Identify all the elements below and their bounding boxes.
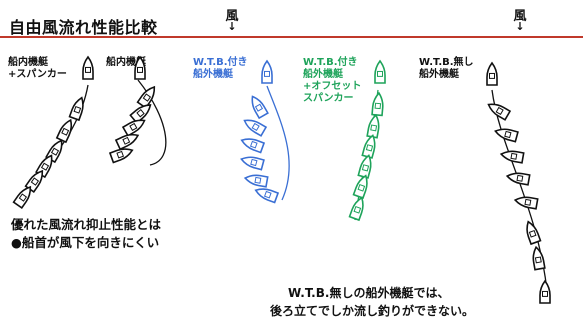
boat-silhouette <box>352 174 368 200</box>
wind-label-left: 風 <box>225 9 239 24</box>
wind-arrow-left-icon: ↓ <box>227 20 237 33</box>
drift-track <box>266 85 290 201</box>
boat-silhouette <box>486 61 498 86</box>
boat-silhouette <box>254 188 280 204</box>
boat-silhouette <box>68 96 84 122</box>
boat-silhouette <box>108 148 134 164</box>
note-left-line-2: ●船首が風下を向きにくい <box>11 235 160 250</box>
boat-silhouette <box>539 279 551 304</box>
boat-label-1: 船内機艇 +スパンカー <box>8 57 67 80</box>
boat-silhouette <box>261 59 273 84</box>
boat-silhouette <box>366 113 380 139</box>
boat-silhouette <box>371 91 384 117</box>
boat-silhouette <box>499 150 525 164</box>
boat-silhouette <box>505 172 531 186</box>
boat-silhouette <box>136 85 156 109</box>
note-right-line-1: W.T.B.無しの船外機艇では、 <box>288 286 450 300</box>
boat-silhouette <box>134 55 146 80</box>
note-right: W.T.B.無しの船外機艇では、 後ろ立てでしか流し釣りができない。 <box>270 284 474 320</box>
boat-silhouette <box>487 103 512 121</box>
boat-silhouette <box>526 220 542 246</box>
title-underline <box>0 36 583 38</box>
note-left: 優れた風流れ抑止性能とは ●船首が風下を向きにくい <box>11 216 161 252</box>
boat-silhouette <box>243 119 268 137</box>
boat-silhouette <box>121 119 146 137</box>
note-left-line-1: 優れた風流れ抑止性能とは <box>11 217 162 232</box>
boat-silhouette <box>55 118 73 144</box>
boat-silhouette <box>348 196 364 222</box>
boat-silhouette <box>12 185 32 209</box>
boat-silhouette <box>374 59 386 84</box>
boat-label-2: 船内機艇 <box>106 57 146 68</box>
boat-silhouette <box>513 196 539 210</box>
boat-silhouette <box>240 138 266 154</box>
boat-silhouette <box>129 104 152 125</box>
boat-silhouette <box>532 245 546 271</box>
boat-silhouette <box>243 174 269 188</box>
boat-label-4: W.T.B.付き 船外機艇 +オフセット スパンカー <box>303 57 362 104</box>
boat-label-5: W.T.B.無し 船外機艇 <box>419 57 474 80</box>
boat-label-3: W.T.B.付き 船外機艇 <box>193 57 248 80</box>
boat-silhouette <box>114 133 140 151</box>
boat-silhouette <box>240 156 265 171</box>
wind-arrow-right-icon: ↓ <box>515 20 525 33</box>
diagram-title: 自由風流れ性能比較 <box>9 18 158 37</box>
boat-silhouette <box>251 95 269 120</box>
boat-silhouette <box>82 55 94 80</box>
note-right-line-2: 後ろ立てでしか流し釣りができない。 <box>270 304 475 318</box>
boat-silhouette <box>494 128 519 143</box>
wind-label-right: 風 <box>513 9 527 24</box>
